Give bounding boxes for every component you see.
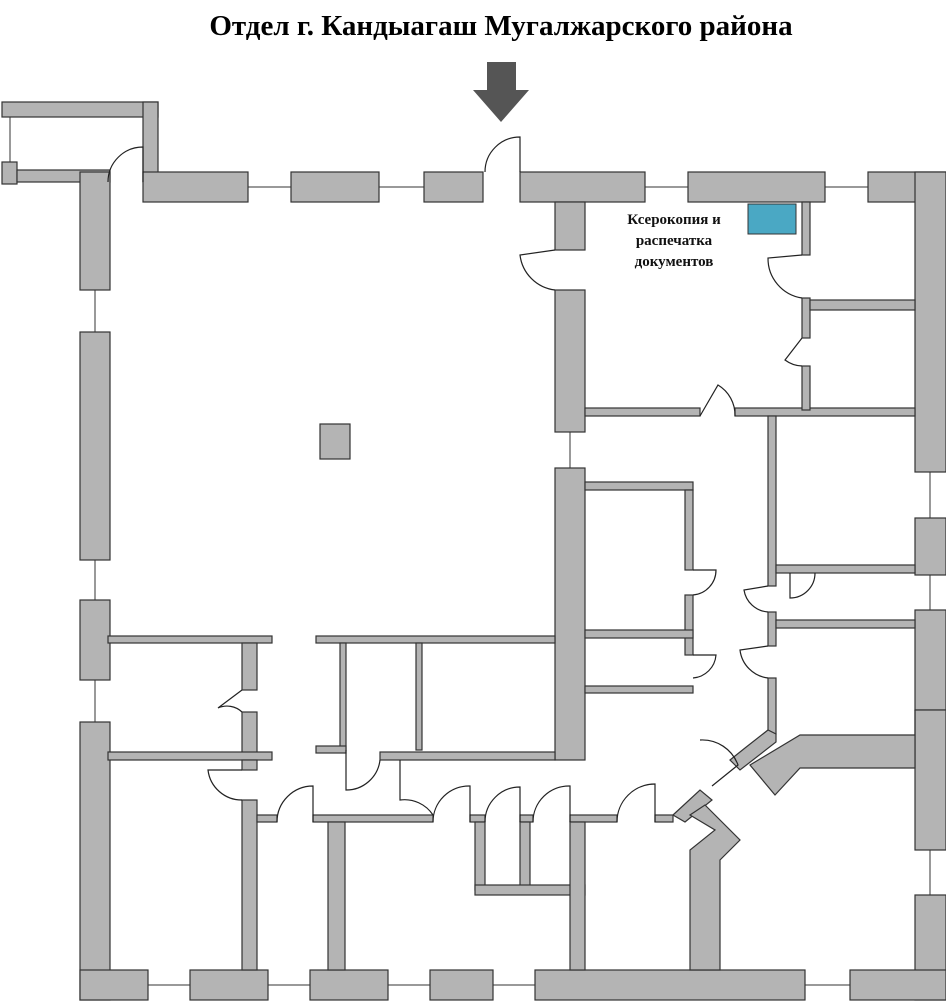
label-line-3: документов bbox=[634, 254, 714, 270]
doors bbox=[107, 136, 816, 823]
copier-icon bbox=[747, 203, 797, 235]
label-line-1: Ксерокопия и bbox=[627, 212, 721, 228]
label-line-2: распечатка bbox=[635, 233, 713, 249]
column bbox=[319, 423, 351, 460]
plan-title: Отдел г. Кандыагаш Мугалжарского района bbox=[209, 10, 793, 42]
copy-room-label: Ксерокопия и распечатка документов bbox=[604, 210, 744, 273]
walls bbox=[1, 101, 946, 1001]
windows bbox=[9, 117, 931, 986]
entrance-arrow-icon bbox=[473, 62, 529, 122]
